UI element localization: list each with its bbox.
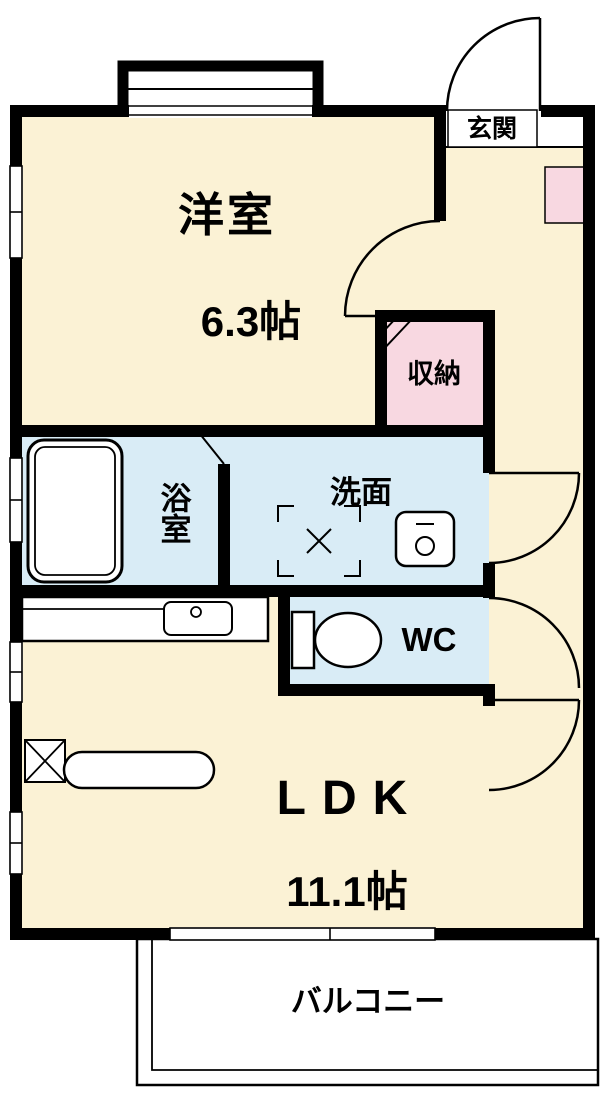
window-balcony-sliding-door bbox=[169, 927, 436, 941]
toilet-tank bbox=[290, 610, 316, 670]
bay-window-wall bbox=[117, 60, 324, 111]
balcony-outline bbox=[135, 937, 600, 1087]
island-counter bbox=[62, 750, 216, 790]
washbasin bbox=[394, 510, 456, 568]
labels: 洋室 6.3帖 玄関 収納 浴室 洗面 WC LDK 11.1帖 bbox=[156, 114, 518, 915]
bathroom-door-mark bbox=[199, 433, 225, 465]
storage-label: 収納 bbox=[407, 358, 461, 389]
window-ldk-upper bbox=[9, 641, 23, 703]
wc-door-swing bbox=[488, 596, 581, 689]
western-room-door-swing bbox=[343, 219, 441, 318]
pan-corners bbox=[277, 505, 361, 577]
fixtures bbox=[20, 438, 456, 790]
entrance-label: 玄関 bbox=[467, 114, 517, 143]
doors bbox=[199, 16, 589, 792]
window-bay-opening bbox=[129, 104, 312, 118]
toilet-fixture bbox=[290, 610, 383, 670]
washbasin-bowl bbox=[415, 536, 435, 556]
ldk-label: LDK bbox=[277, 772, 424, 825]
washroom-label: 洗面 bbox=[330, 475, 392, 510]
ldk-door-swing bbox=[488, 698, 581, 792]
utility-box-cross bbox=[24, 739, 66, 783]
western-room-label: 洋室 bbox=[178, 189, 276, 241]
window-frame bbox=[169, 927, 436, 941]
balcony-inner-line bbox=[151, 940, 598, 1071]
washing-machine-pan bbox=[277, 505, 361, 577]
utility-box bbox=[24, 739, 66, 783]
toilet-label: WC bbox=[402, 621, 457, 658]
storage-floor bbox=[381, 310, 489, 431]
ldk-size: 11.1帖 bbox=[286, 868, 407, 915]
western-room-size: 6.3帖 bbox=[201, 298, 301, 345]
kitchen-faucet bbox=[190, 606, 202, 618]
washroom-floor bbox=[224, 431, 489, 591]
bathtub bbox=[26, 438, 124, 584]
shoe-cabinet bbox=[544, 166, 591, 224]
entrance-door-swing bbox=[445, 16, 542, 112]
balcony-label: バルコニー bbox=[291, 984, 445, 1019]
pan-cross bbox=[306, 528, 332, 554]
window-western-room bbox=[9, 165, 23, 259]
window-bathroom bbox=[9, 457, 23, 543]
entrance-label-box bbox=[447, 109, 538, 148]
washroom-door-swing bbox=[488, 471, 581, 565]
kitchen-sink bbox=[163, 601, 233, 636]
balcony: バルコニー bbox=[135, 937, 600, 1087]
toilet-bowl bbox=[313, 611, 383, 669]
bathroom-label: 浴室 bbox=[156, 482, 192, 544]
kitchen-counter bbox=[20, 595, 270, 643]
bathtub-outer bbox=[26, 438, 124, 584]
bathtub-inner bbox=[34, 446, 116, 576]
window-ldk-lower bbox=[9, 811, 23, 875]
storage-door-mark bbox=[380, 315, 414, 353]
washbasin-body bbox=[394, 510, 456, 568]
